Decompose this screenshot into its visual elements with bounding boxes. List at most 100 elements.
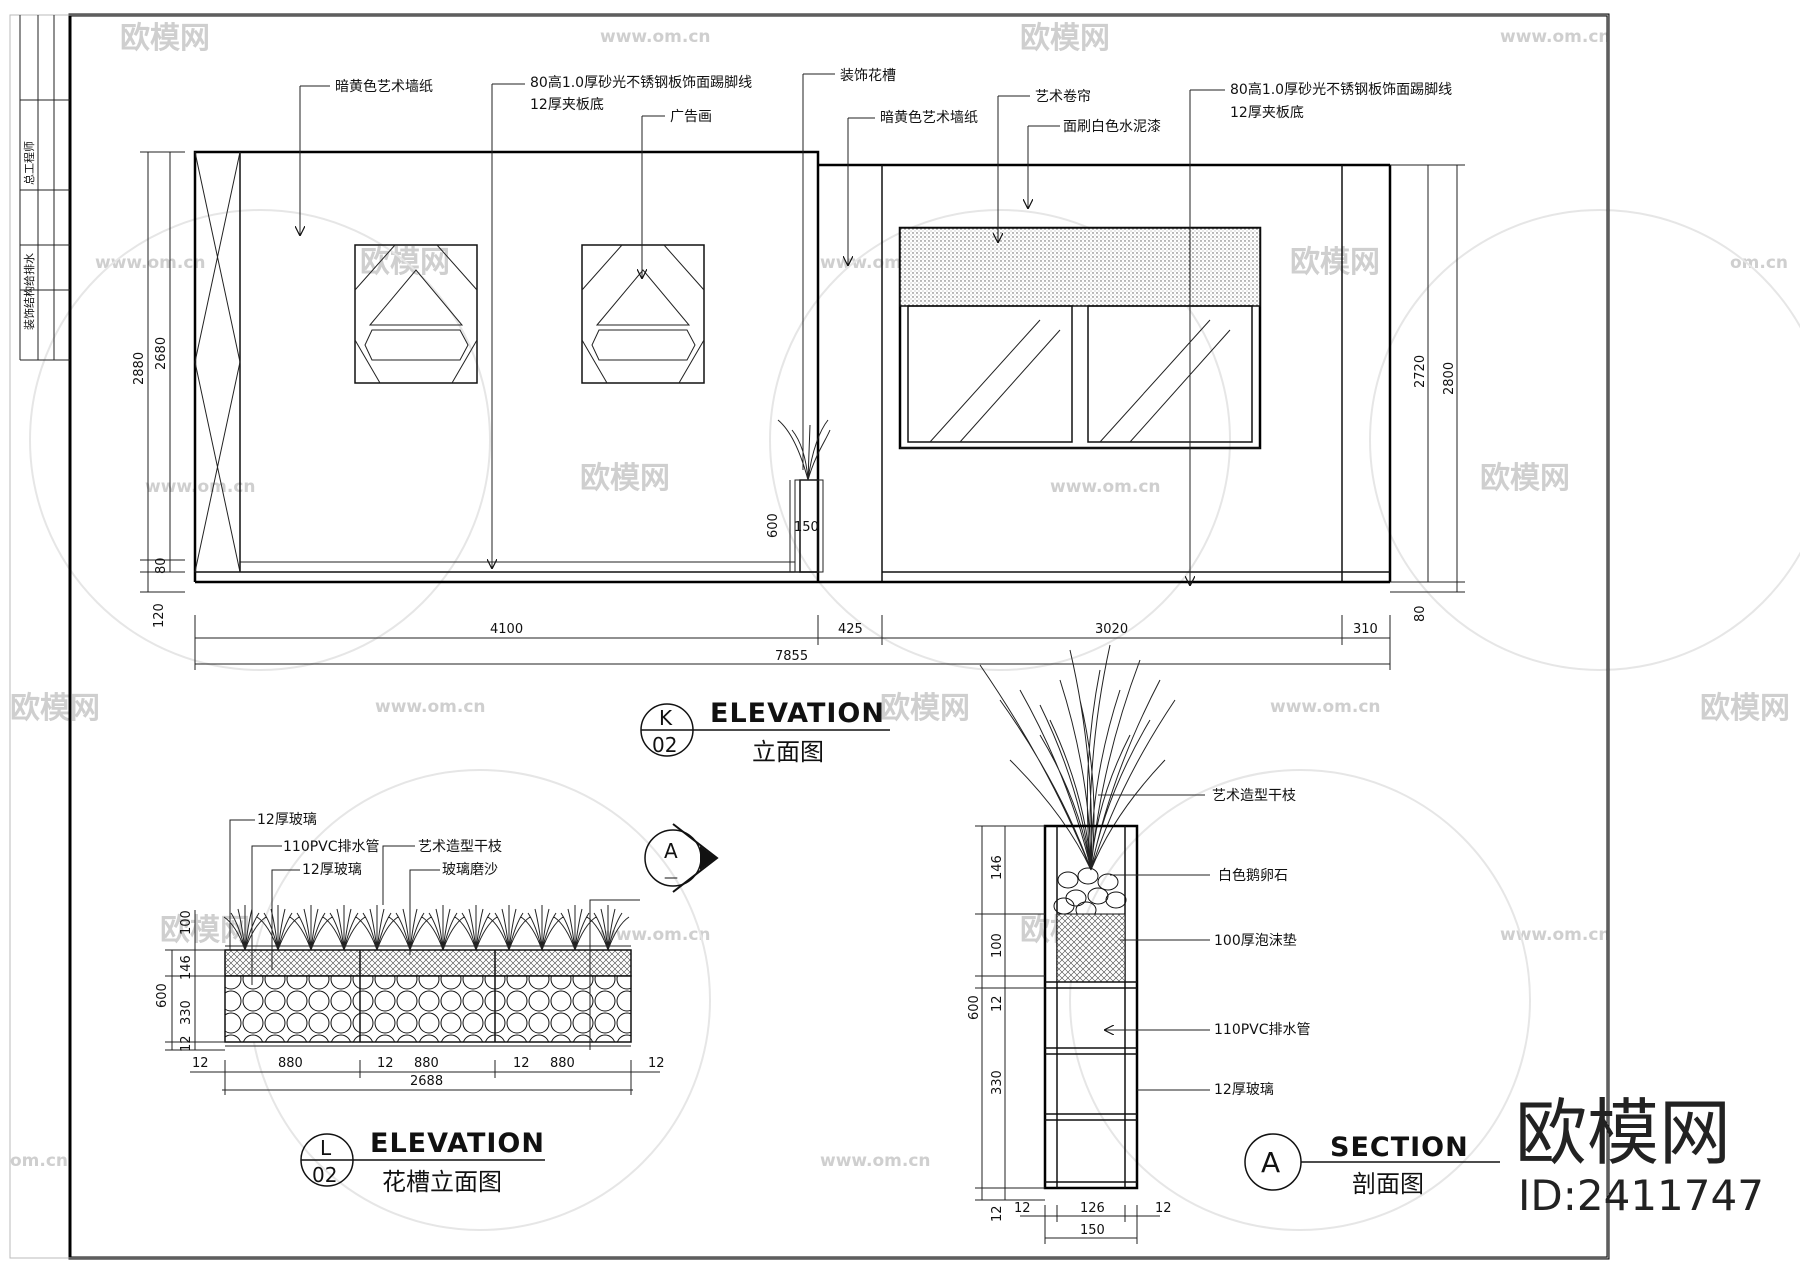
dim-l-330: 330 [179, 1000, 194, 1025]
corner-brand-id: ID:2411747 [1518, 1171, 1764, 1220]
section-pebbles [1053, 867, 1127, 919]
ad-painting-2 [581, 244, 705, 384]
dim-s-146: 146 [990, 855, 1005, 880]
elevation-l: 12厚玻璃 110PVC排水管 12厚玻璃 艺术造型干枝 玻璃磨沙 A — [155, 811, 719, 1196]
dim-80: 80 [154, 557, 169, 574]
dim-l-w880a: 880 [278, 1056, 303, 1071]
title-block: 总工程师 装饰结构给排水 [19, 15, 70, 361]
elevation-l-mark-bottom: 02 [312, 1163, 337, 1187]
label-paint: 面刷白色水泥漆 [1063, 118, 1161, 135]
planter-small [777, 419, 831, 573]
dim-4100: 4100 [490, 622, 523, 637]
label-l-glass-top: 12厚玻璃 [257, 811, 317, 828]
watermark-url: www.om.cn [600, 27, 711, 47]
dim-80-right: 80 [1413, 605, 1428, 622]
dim-s-100: 100 [990, 933, 1005, 958]
dim-l-w12b: 12 [377, 1056, 394, 1071]
dim-l-w880b: 880 [414, 1056, 439, 1071]
dim-2800: 2800 [1442, 362, 1457, 395]
dim-l-146: 146 [179, 955, 194, 980]
dim-310: 310 [1353, 622, 1378, 637]
corner-brand-name: 欧模网 [1515, 1091, 1731, 1175]
elevation-l-annotations: 12厚玻璃 110PVC排水管 12厚玻璃 艺术造型干枝 玻璃磨沙 [229, 811, 502, 985]
dim-l-w12d: 12 [648, 1056, 665, 1071]
dim-s-600: 600 [967, 995, 982, 1020]
watermark-brand: 欧模网 [580, 461, 670, 496]
dim-s-12b: 12 [990, 1205, 1005, 1222]
label-s-pebbles: 白色鹅卵石 [1218, 867, 1288, 884]
elevation-l-title-en: ELEVATION [370, 1128, 545, 1159]
elevation-k-title-cn: 立面图 [752, 738, 824, 766]
dim-l-100: 100 [179, 910, 194, 935]
dim-l-12: 12 [179, 1035, 194, 1052]
watermark-url: www.om.cn [375, 697, 486, 717]
dim-l-w12a: 12 [192, 1056, 209, 1071]
dim-s-w12a: 12 [1014, 1201, 1031, 1216]
label-blind: 艺术卷帘 [1035, 89, 1091, 105]
dim-150: 150 [794, 520, 819, 535]
section-mark-a-dash: — [664, 870, 678, 886]
watermark-url: www.om.cn [600, 925, 711, 945]
label-s-pvc: 110PVC排水管 [1214, 1022, 1311, 1038]
elevation-l-title: L 02 ELEVATION 花槽立面图 [300, 1128, 545, 1196]
section-a-title-cn: 剖面图 [1352, 1170, 1424, 1198]
label-skirting-right-1: 80高1.0厚砂光不锈钢板饰面踢脚线 [1230, 81, 1452, 98]
dim-2680: 2680 [154, 337, 169, 370]
elevation-k-dims: 2880 2680 80 120 600 150 2720 2800 80 4 [132, 151, 1465, 670]
watermark-brand: 欧模网 [1700, 691, 1790, 726]
watermark-brand: 欧模网 [10, 691, 100, 726]
dim-2720: 2720 [1413, 355, 1428, 388]
dim-425: 425 [838, 622, 863, 637]
watermark-url: om.cn [10, 1151, 68, 1171]
label-l-pvc: 110PVC排水管 [283, 839, 380, 855]
elevation-k-mark-bottom: 02 [652, 733, 677, 757]
elevation-k-mark-top: K [659, 706, 673, 730]
watermark-brand: 欧模网 [1020, 21, 1110, 56]
elevation-k: 暗黄色艺术墙纸 80高1.0厚砂光不锈钢板饰面踢脚线 12厚夹板底 广告画 装饰… [132, 68, 1465, 766]
section-mark-a[interactable]: A — [589, 823, 719, 1050]
watermark-url: www.om.cn [95, 253, 206, 273]
section-branches [979, 644, 1176, 871]
elevation-l-dims: 100 146 600 330 12 12 880 12 880 12 880 … [155, 910, 665, 1095]
elevation-k-title: K 02 ELEVATION 立面图 [640, 698, 890, 766]
dim-3020: 3020 [1095, 622, 1128, 637]
watermark-url: www.om.cn [1500, 925, 1611, 945]
window-with-blind [898, 226, 1262, 450]
sheet-border [9, 14, 1609, 1259]
watermark-brand: 欧模网 [880, 691, 970, 726]
label-wallpaper-right: 暗黄色艺术墙纸 [880, 109, 978, 126]
elevation-l-mark-top: L [320, 1136, 332, 1160]
section-a-annotations: 艺术造型干枝 白色鹅卵石 100厚泡沫垫 110PVC排水管 12厚玻璃 [1098, 788, 1311, 1098]
dim-l-w12c: 12 [513, 1056, 530, 1071]
elevation-k-title-en: ELEVATION [710, 698, 885, 729]
label-s-branches: 艺术造型干枝 [1212, 788, 1296, 804]
watermark-brand: 欧模网 [120, 21, 210, 56]
section-a-title-en: SECTION [1330, 1132, 1469, 1163]
label-l-branches: 艺术造型干枝 [418, 839, 502, 855]
dim-s-w12b: 12 [1155, 1201, 1172, 1216]
label-skirting-left-1: 80高1.0厚砂光不锈钢板饰面踢脚线 [530, 74, 752, 91]
watermark-url: www.om.cn [1050, 477, 1161, 497]
label-l-glass-mid: 12厚玻璃 [302, 861, 362, 878]
watermark-url: www.om.cn [1500, 27, 1611, 47]
corner-brand: 欧模网 ID:2411747 [1515, 1091, 1764, 1220]
label-s-glass: 12厚玻璃 [1214, 1081, 1274, 1098]
dim-s-330: 330 [990, 1070, 1005, 1095]
dim-s-12: 12 [990, 995, 1005, 1012]
watermark-url: www.om.cn [1270, 697, 1381, 717]
watermark-url: www.om.cn [145, 477, 256, 497]
label-skirting-right-2: 12厚夹板底 [1230, 105, 1304, 121]
label-planter: 装饰花槽 [840, 68, 896, 84]
dim-l-600: 600 [155, 983, 170, 1008]
dim-l-w880c: 880 [550, 1056, 575, 1071]
watermark-url: om.cn [1730, 253, 1788, 273]
section-a-title: A SECTION 剖面图 [1244, 1132, 1500, 1198]
ad-painting-1 [354, 244, 478, 384]
label-ad-painting: 广告画 [670, 109, 712, 125]
titleblock-row1: 总工程师 [22, 141, 36, 185]
dim-7855: 7855 [775, 649, 808, 664]
dim-120: 120 [152, 603, 167, 628]
watermark-brand: 欧模网 [160, 913, 250, 948]
dim-l-w2688: 2688 [410, 1074, 443, 1089]
